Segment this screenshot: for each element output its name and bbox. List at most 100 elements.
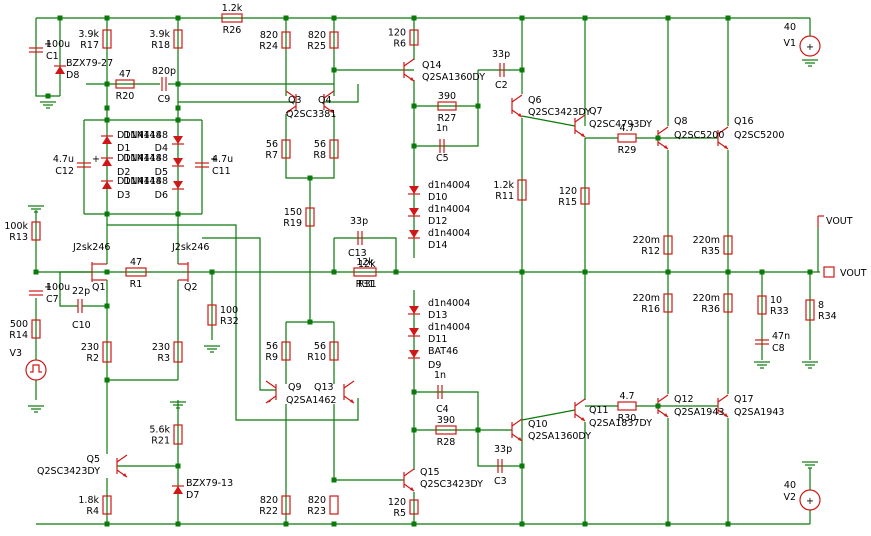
- label-r21: R21: [151, 436, 170, 447]
- label-r33: R33: [770, 306, 789, 317]
- value-r24: 820: [260, 30, 278, 41]
- transistor-arrow: [266, 399, 272, 403]
- transistor-collector: [343, 380, 355, 389]
- diode-d10: [409, 186, 419, 194]
- resistor-r29: [617, 133, 637, 143]
- components: [25, 13, 835, 515]
- junction: [665, 15, 671, 21]
- value-c3: 33p: [494, 444, 512, 455]
- transistor-arrow: [350, 399, 354, 403]
- transistor-arrow: [330, 109, 334, 113]
- label-r23: R23: [307, 506, 326, 517]
- value-r27: 390: [438, 91, 456, 102]
- transistor-arrow: [581, 417, 585, 421]
- value-c8: 47n: [772, 331, 790, 342]
- label-r3: R3: [157, 353, 170, 364]
- resistor-r22: [281, 495, 291, 515]
- value-r20: 47: [119, 69, 131, 80]
- wire: [35, 18, 60, 97]
- wire: [334, 237, 397, 272]
- junction: [175, 521, 181, 527]
- junction: [33, 269, 39, 275]
- label-r17: R17: [80, 40, 99, 51]
- transistor-collector: [403, 468, 415, 477]
- label-r14: R14: [9, 330, 28, 341]
- junction: [57, 15, 63, 21]
- value-c11: 4.7u: [212, 154, 233, 165]
- label-r1: R1: [130, 279, 143, 290]
- resistor-r33: [757, 295, 767, 315]
- junction: [807, 269, 813, 275]
- value-r28: 390: [437, 415, 455, 426]
- value-r17: 3.9k: [78, 29, 99, 40]
- transistor-collector: [511, 94, 523, 103]
- junction: [175, 105, 181, 111]
- label-v3: V3: [9, 348, 22, 359]
- junction: [759, 269, 765, 275]
- transistor-arrow: [724, 413, 728, 417]
- value-r11: 1.2k: [493, 180, 514, 191]
- label-d7: D7: [186, 490, 199, 501]
- resistor-r13: [31, 221, 41, 241]
- junction: [411, 389, 417, 395]
- transistor-collector: [323, 90, 335, 99]
- wire: [414, 391, 479, 430]
- label-c3: C3: [494, 476, 507, 487]
- plus-sign: +: [210, 154, 218, 165]
- label-q12: Q12: [674, 394, 694, 405]
- zener-d7: [173, 486, 183, 494]
- junction: [411, 143, 417, 149]
- value-c7: 100u: [46, 282, 70, 293]
- label-r34: R34: [818, 311, 837, 322]
- diode-d13: [409, 306, 419, 314]
- junction: [104, 15, 110, 21]
- label-r32: R32: [220, 316, 239, 327]
- value-v1: 40: [784, 22, 796, 33]
- plus-sign: +: [92, 154, 100, 165]
- model-q12: Q2SA1943: [674, 407, 724, 418]
- label-v1: V1: [783, 38, 796, 49]
- value-r25: 820: [308, 30, 326, 41]
- junction: [209, 269, 215, 275]
- model-d11: d1n4004: [428, 322, 470, 333]
- label-c12: C12: [55, 166, 74, 177]
- resistor-r21: [173, 424, 183, 445]
- junction: [582, 269, 588, 275]
- label-d5: D5: [155, 167, 168, 178]
- label-r13: R13: [9, 232, 28, 243]
- label-r26: R26: [223, 25, 242, 36]
- junction: [519, 15, 525, 21]
- model-d14: d1n4004: [428, 228, 470, 239]
- junction: [104, 269, 110, 275]
- label-q1: Q1: [92, 282, 106, 293]
- resistor-r8: [329, 139, 339, 159]
- label-q16: Q16: [734, 116, 754, 127]
- wire: [477, 430, 522, 467]
- junction: [725, 521, 731, 527]
- label-q14: Q14: [422, 60, 442, 71]
- labels: +100uC1BZX79-27D83.9kR173.9kR181.2kR2647…: [4, 3, 866, 519]
- transistor-collector: [511, 418, 523, 427]
- model-q15: Q2SC3423DY: [420, 479, 483, 490]
- model-q10: Q2SA1360DY: [528, 431, 591, 442]
- label-d3: D3: [117, 190, 130, 201]
- model-q6: Q2SC3423DY: [528, 107, 591, 118]
- label-r31: R31: [356, 279, 375, 290]
- value-r21: 5.6k: [149, 425, 170, 436]
- label-c13: C13: [348, 248, 367, 259]
- junction: [45, 93, 51, 99]
- junction: [519, 67, 525, 73]
- junction: [393, 269, 399, 275]
- resistor-r16: [663, 293, 673, 313]
- model-d10: d1n4004: [428, 180, 470, 191]
- label-r5: R5: [393, 508, 406, 519]
- resistor-r25: [329, 31, 339, 49]
- junction: [725, 15, 731, 21]
- model-q5: Q2SC3423DY: [37, 466, 100, 477]
- junction: [519, 463, 525, 469]
- value-r33: 10: [770, 295, 782, 306]
- plus-sign: +: [806, 496, 814, 507]
- transistor-arrow: [286, 109, 292, 113]
- value-c2: 33p: [492, 49, 510, 60]
